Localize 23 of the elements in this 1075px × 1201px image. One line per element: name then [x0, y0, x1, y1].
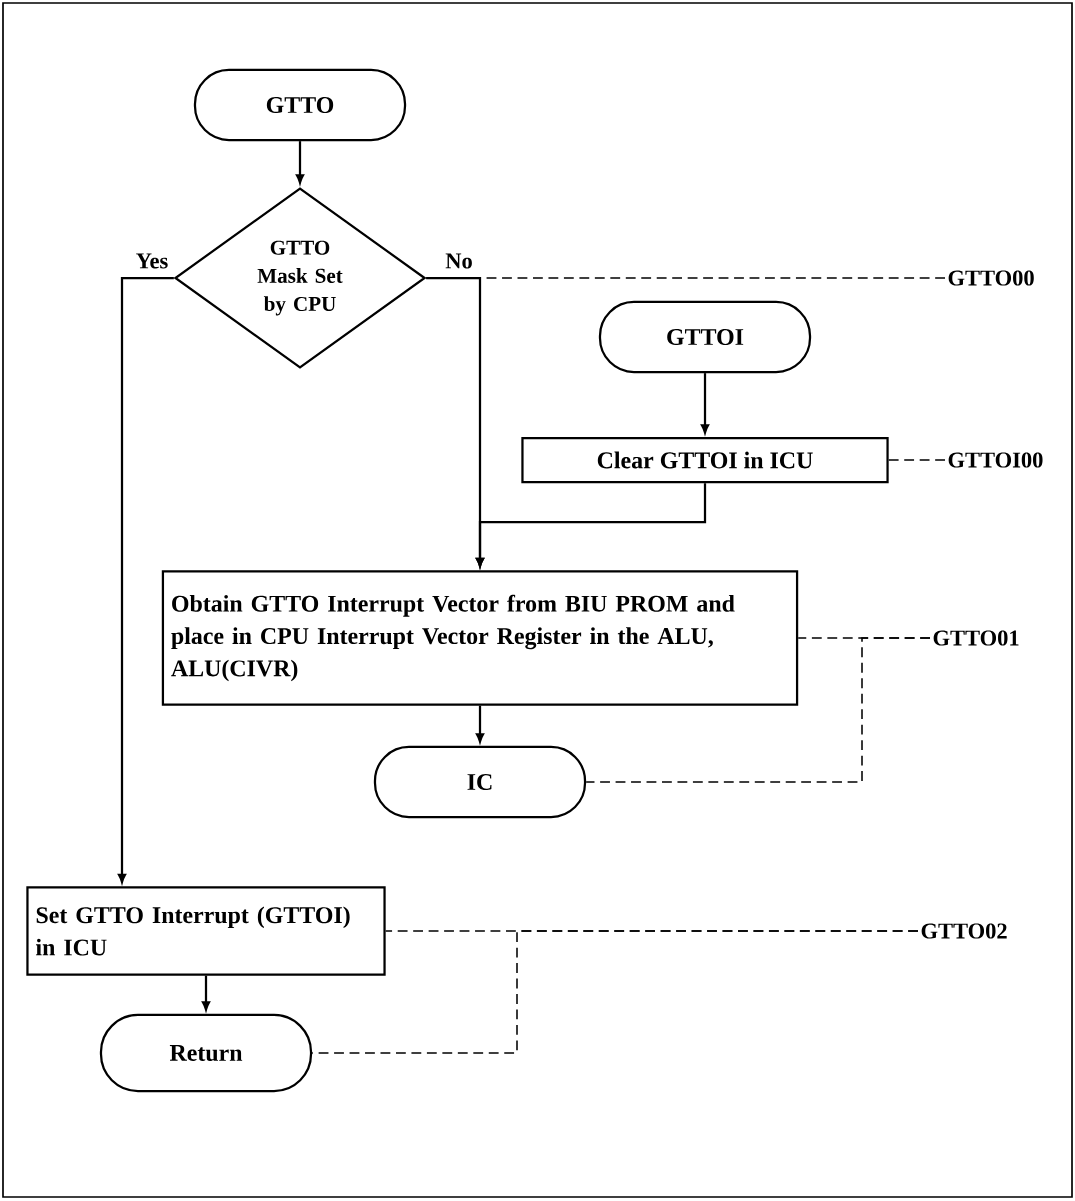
- terminal-box: GTTO: [193, 68, 407, 142]
- reference-label: GTTO00: [948, 270, 1034, 286]
- leader-line: [311, 930, 919, 1054]
- reference-label: GTTO02: [921, 923, 1007, 939]
- arrow: [201, 975, 211, 1011]
- leader-line: [425, 277, 946, 279]
- reference-label: GTTO01: [933, 630, 1019, 646]
- edge-label: Yes: [136, 253, 168, 269]
- arrow: [700, 373, 710, 434]
- process-box: Obtain GTTO Interrupt Vector from BIU PROM and place in CPU Interrupt Vector Register in the ALU, ALU(CIVR): [161, 570, 799, 706]
- edge-label: No: [445, 253, 472, 269]
- arrow: [295, 141, 305, 184]
- arrow: [475, 705, 485, 743]
- terminal-box: GTTOI: [598, 300, 812, 374]
- arrow: [117, 276, 174, 883]
- process-box: Set GTTO Interrupt (GTTOI) in ICU: [26, 886, 386, 976]
- leader-line: [887, 459, 946, 461]
- arrow: [475, 483, 707, 567]
- leader-line: [585, 637, 931, 783]
- terminal-box: Return: [99, 1013, 313, 1093]
- reference-label: GTTOI00: [948, 452, 1043, 468]
- terminal-box: IC: [373, 745, 587, 819]
- process-box: Clear GTTOI in ICU: [521, 436, 889, 484]
